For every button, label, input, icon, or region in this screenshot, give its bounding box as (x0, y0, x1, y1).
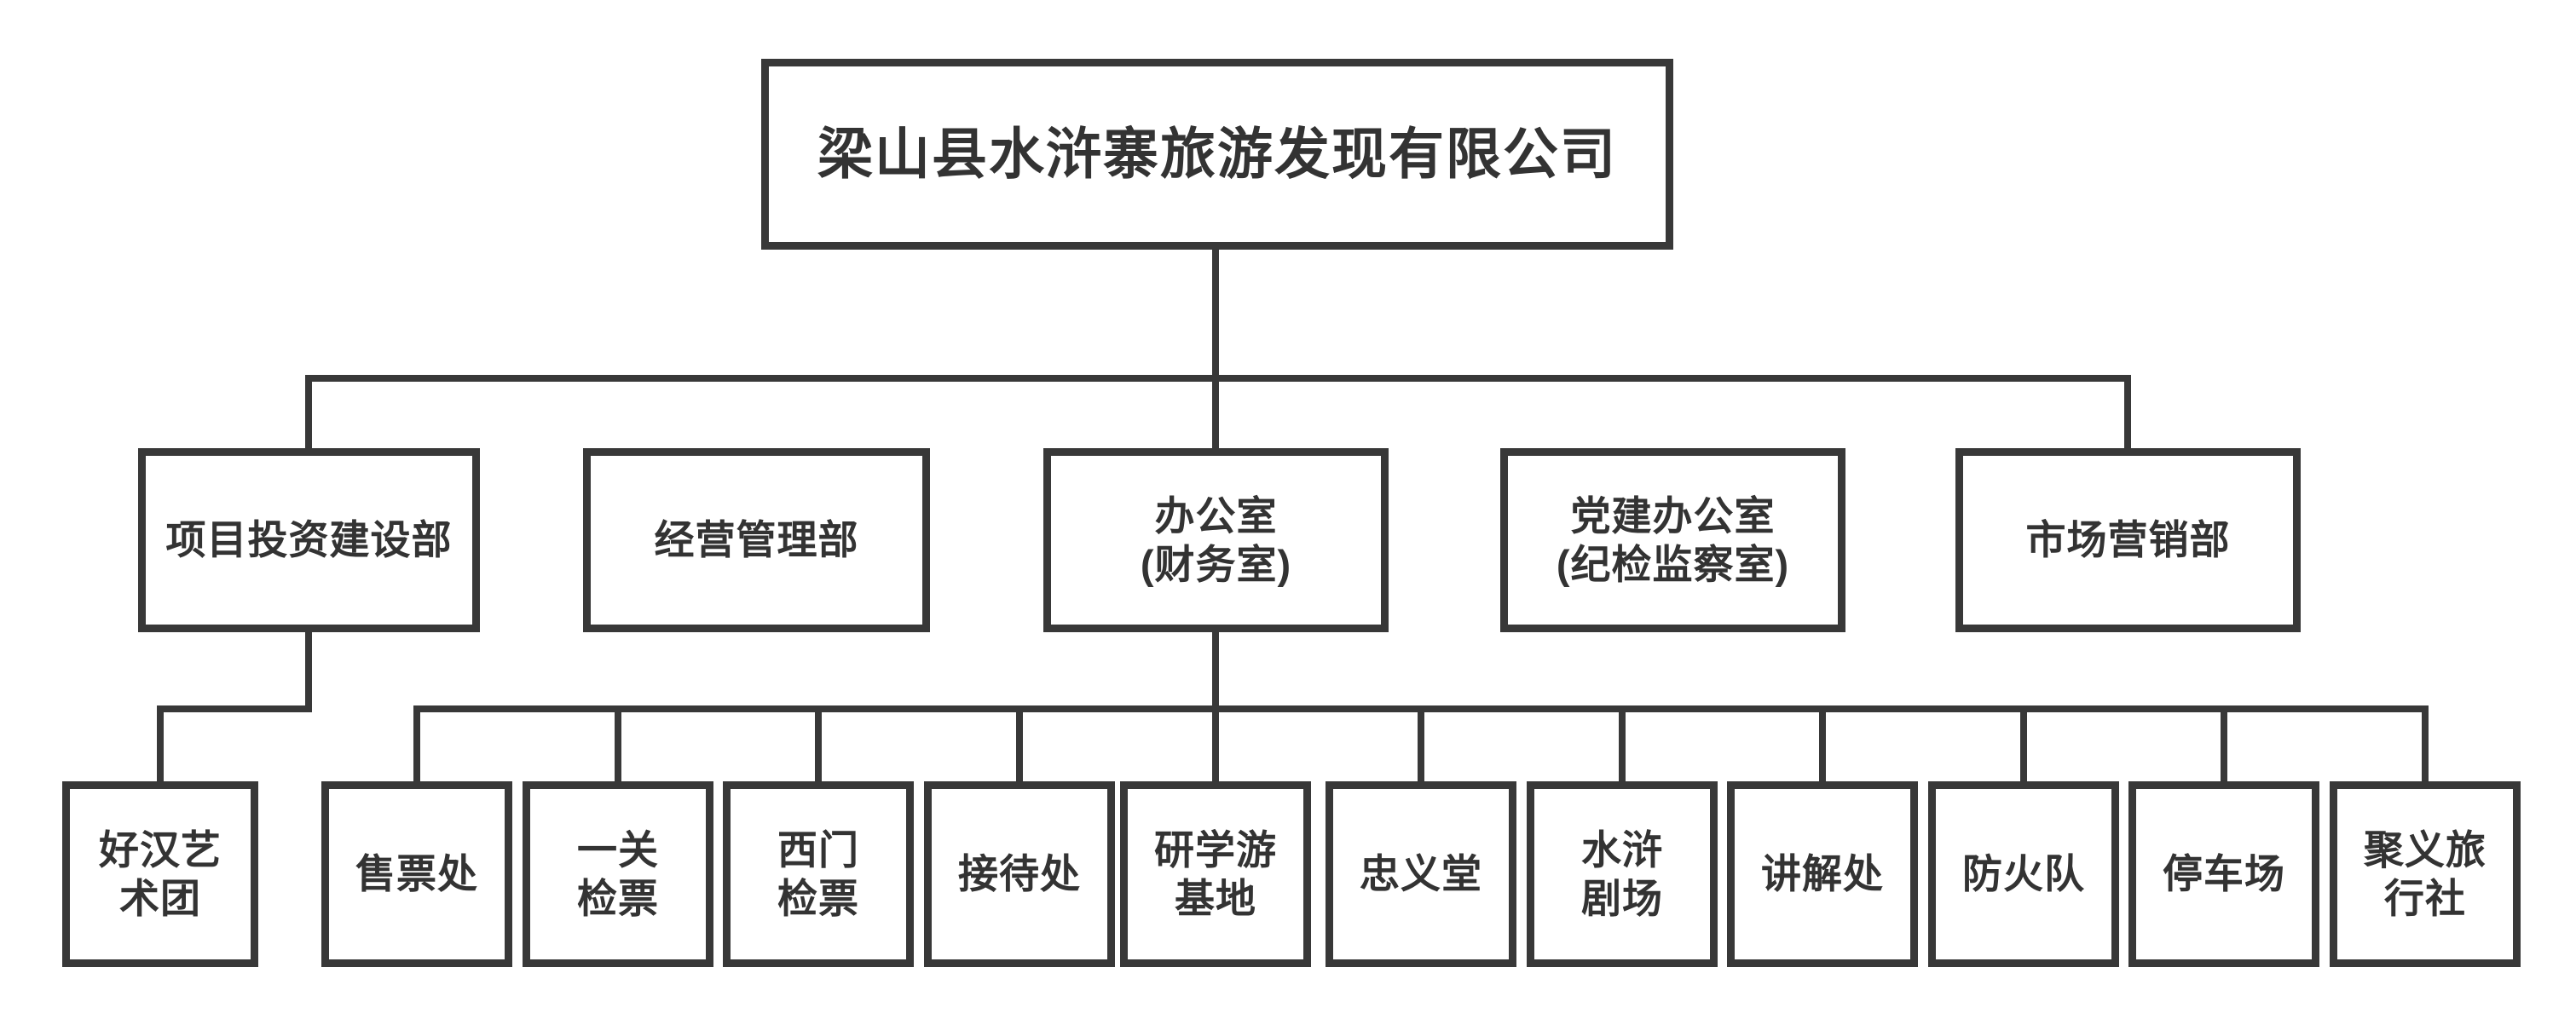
node-parking-lot: 停车场 (2128, 781, 2319, 967)
node-juyi-travel-agency: 聚义旅 行社 (2330, 781, 2521, 967)
node-label: 一关 检票 (577, 826, 659, 921)
node-operations-management-dept: 经营管理部 (583, 448, 930, 632)
node-project-investment-construction-dept: 项目投资建设部 (138, 448, 480, 632)
node-label: 办公室 (财务室) (1140, 492, 1292, 587)
node-label: 梁山县水浒寨旅游发现有限公司 (817, 123, 1617, 186)
elbow-art-troupe (157, 629, 312, 785)
node-label: 市场营销部 (2025, 517, 2231, 563)
node-label: 项目投资建设部 (165, 517, 453, 563)
node-label: 忠义堂 (1360, 851, 1482, 897)
node-label: 经营管理部 (654, 517, 859, 563)
node-marketing-dept: 市场营销部 (1955, 448, 2301, 632)
node-company-root: 梁山县水浒寨旅游发现有限公司 (761, 59, 1673, 250)
node-general-office-finance: 办公室 (财务室) (1043, 448, 1389, 632)
node-zhongyi-hall: 忠义堂 (1326, 781, 1516, 967)
node-fire-brigade: 防火队 (1928, 781, 2119, 967)
node-label: 停车场 (2163, 851, 2285, 897)
node-guide-office: 讲解处 (1727, 781, 1918, 967)
node-study-tour-base: 研学游 基地 (1120, 781, 1311, 967)
node-ticket-office: 售票处 (321, 781, 512, 967)
node-label: 聚义旅 行社 (2364, 826, 2486, 921)
node-yiguan-ticket-check: 一关 检票 (523, 781, 713, 967)
node-label: 讲解处 (1761, 851, 1884, 897)
node-party-building-office: 党建办公室 (纪检监察室) (1500, 448, 1845, 632)
node-label: 西门 检票 (777, 826, 859, 921)
node-shuihu-theater: 水浒 剧场 (1527, 781, 1718, 967)
node-haohan-art-troupe: 好汉艺 术团 (62, 781, 258, 967)
node-label: 党建办公室 (纪检监察室) (1556, 492, 1790, 587)
node-label: 好汉艺 术团 (99, 826, 222, 921)
level1-bus (305, 375, 2131, 452)
node-label: 售票处 (355, 851, 478, 897)
node-west-gate-ticket-check: 西门 检票 (723, 781, 914, 967)
node-reception-office: 接待处 (924, 781, 1115, 967)
node-label: 研学游 基地 (1154, 826, 1277, 921)
node-label: 接待处 (958, 851, 1081, 897)
node-label: 防火队 (1962, 851, 2085, 897)
node-label: 水浒 剧场 (1581, 826, 1663, 921)
